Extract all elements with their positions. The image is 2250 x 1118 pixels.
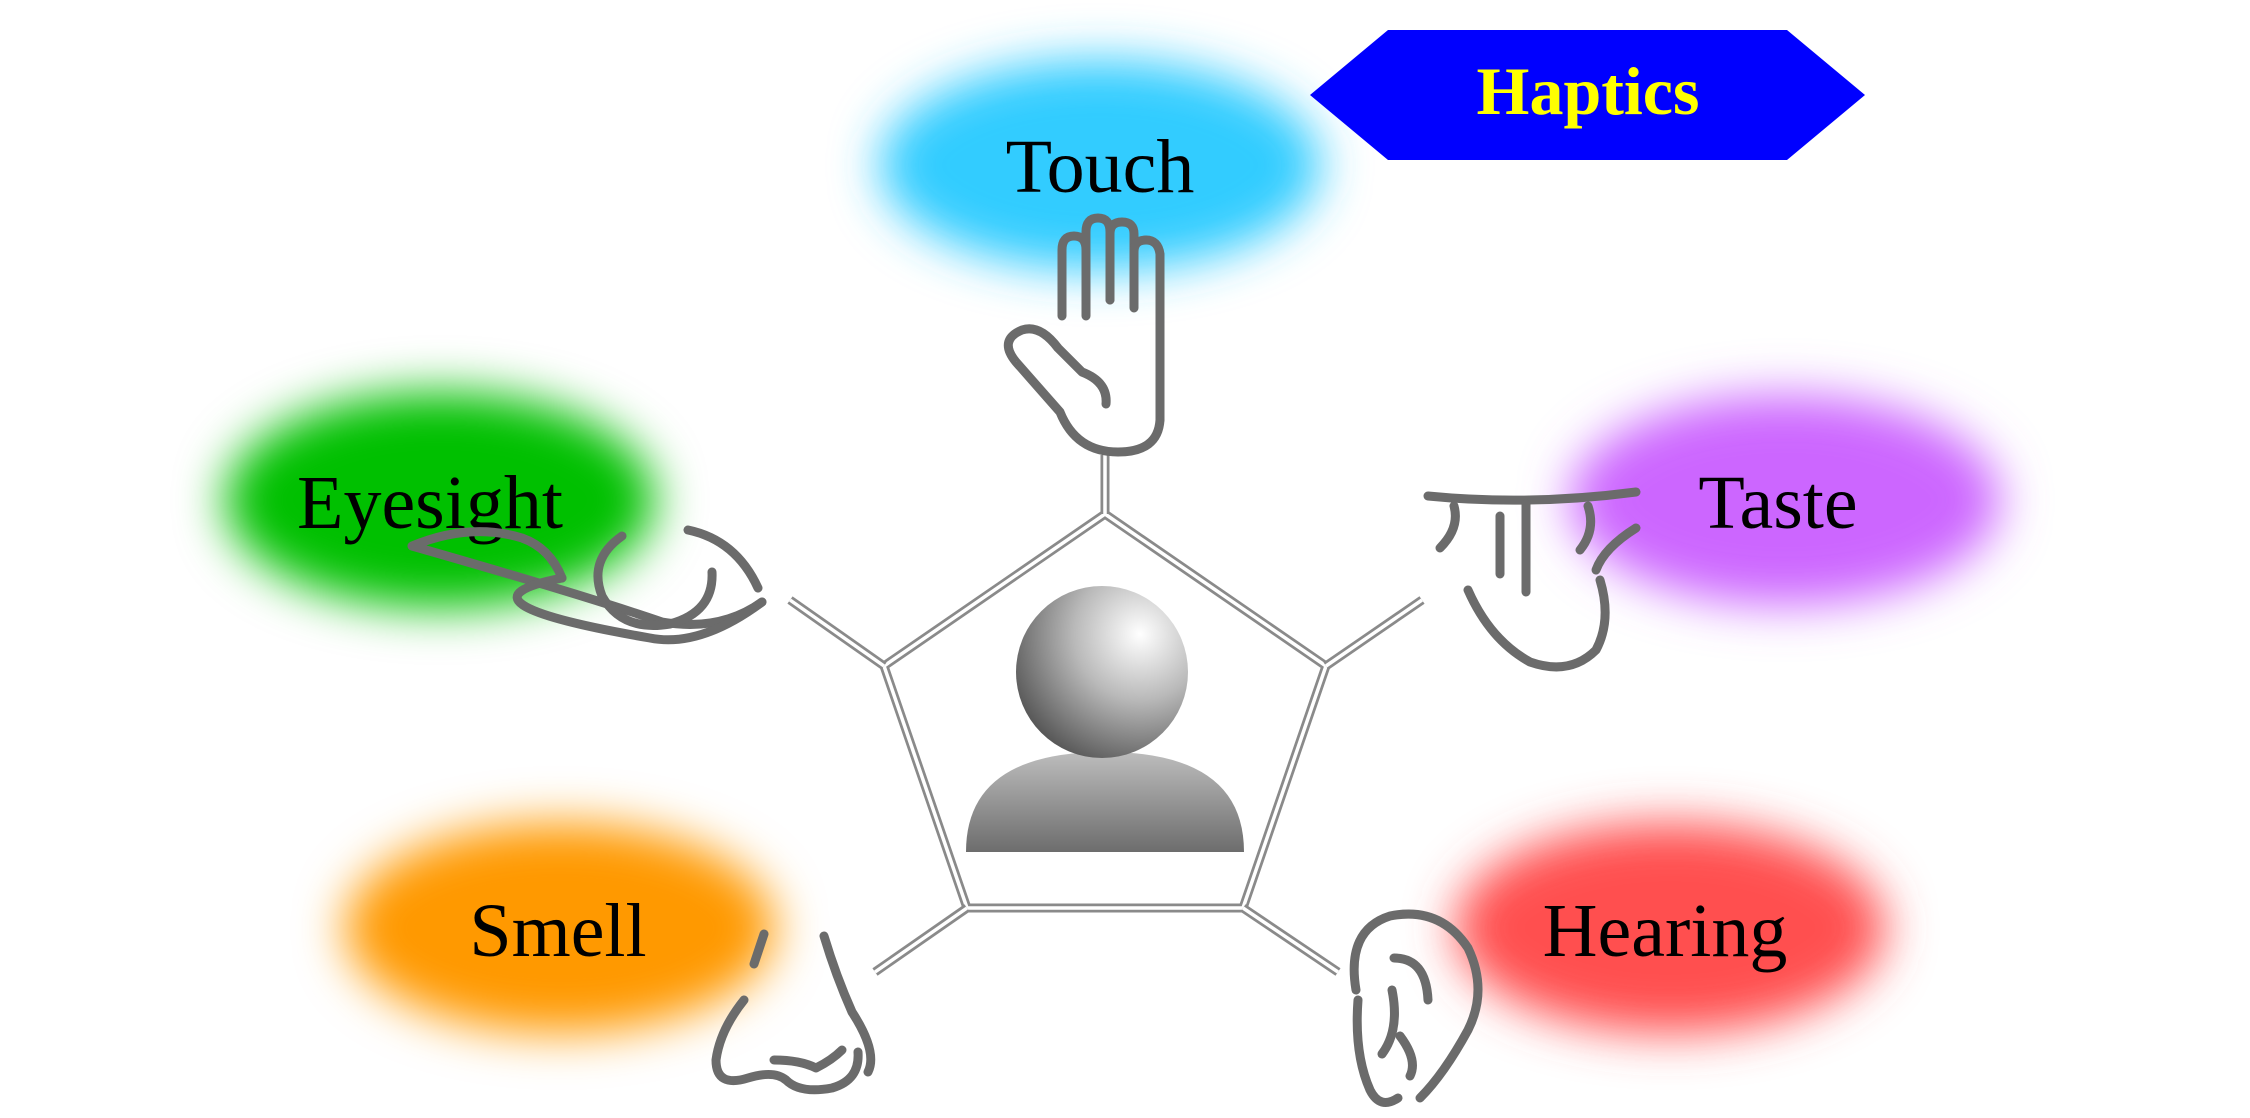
touch-blob [880,60,1320,270]
hearing-label: Hearing [1543,889,1788,973]
connector-taste [1323,596,1425,670]
eyesight-label: Eyesight [297,461,563,545]
connector-smell [872,904,970,976]
haptics-label: Haptics [1477,53,1700,129]
taste-blob [1570,395,2000,605]
nose-icon [711,929,876,1095]
connectors [787,455,1425,976]
smell-label: Smell [469,889,646,973]
person-icon [966,586,1244,852]
ear-icon [1349,909,1483,1107]
hand-icon [1003,213,1165,457]
haptics-banner [1310,30,1865,160]
touch-label: Touch [1006,125,1195,209]
tongue-icon [1423,487,1641,672]
smell-blob [345,823,775,1033]
connector-eyesight [787,596,887,670]
hearing-blob [1455,823,1885,1033]
connector-hearing [1240,904,1341,976]
eye-icon [407,525,767,645]
taste-label: Taste [1698,461,1857,545]
